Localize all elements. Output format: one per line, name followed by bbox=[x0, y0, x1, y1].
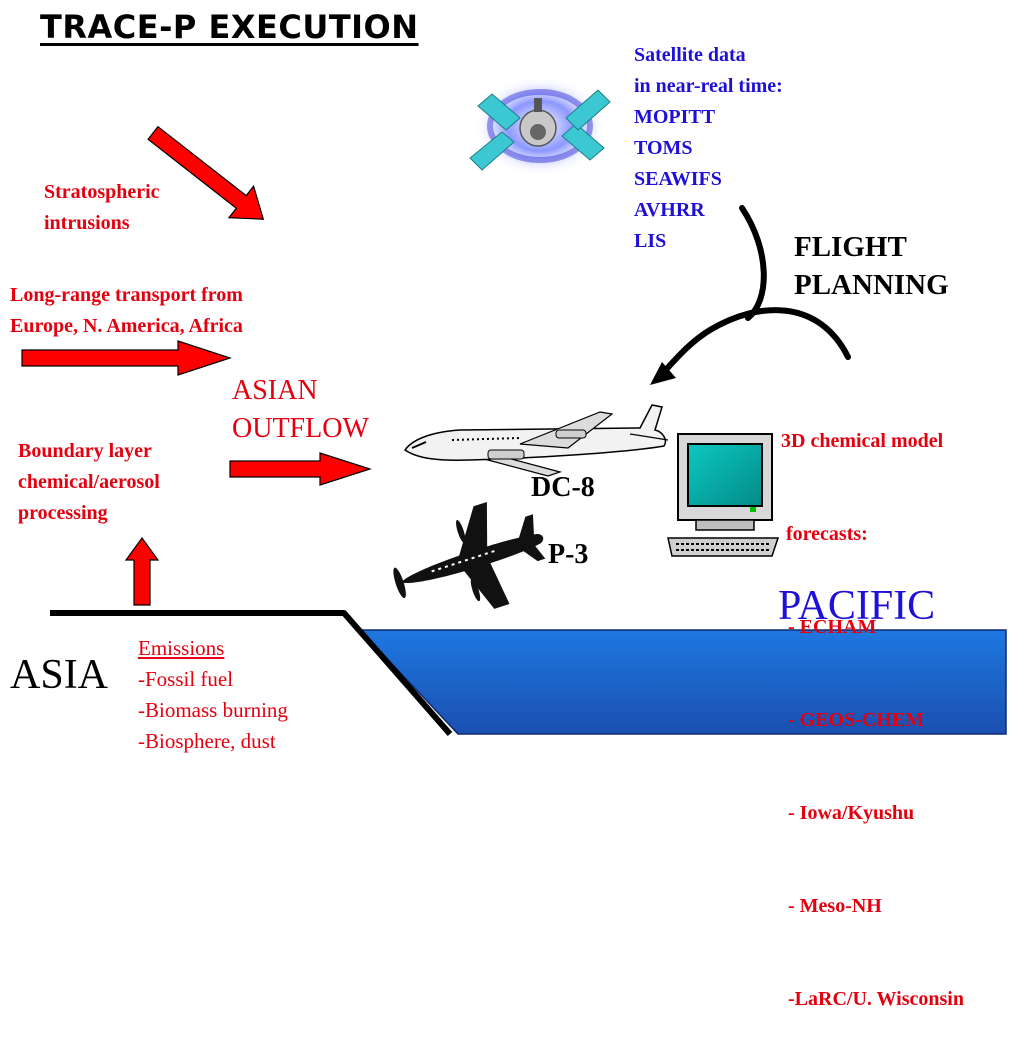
boundary-layer-line: processing bbox=[18, 502, 108, 524]
coastline bbox=[50, 610, 453, 736]
model-line: - ECHAM bbox=[788, 616, 877, 638]
model-line: forecasts: bbox=[781, 523, 868, 545]
flight-planning-label: FLIGHT PLANNING bbox=[794, 228, 949, 304]
asian-outflow-line: ASIAN bbox=[232, 375, 318, 406]
outflow-arrow bbox=[229, 452, 372, 486]
emissions-item: -Biomass burning bbox=[138, 698, 288, 722]
stratospheric-arrow bbox=[147, 125, 265, 220]
satellite-line: TOMS bbox=[634, 137, 693, 159]
emissions-item: -Fossil fuel bbox=[138, 667, 234, 691]
long-range-label: Long-range transport from Europe, N. Ame… bbox=[10, 280, 243, 342]
emissions-item: -Biosphere, dust bbox=[138, 729, 276, 753]
model-line: - GEOS-CHEM bbox=[788, 709, 925, 731]
satellite-line: AVHRR bbox=[634, 199, 705, 221]
satellite-line: MOPITT bbox=[634, 106, 716, 128]
satellite-line: SEAWIFS bbox=[634, 168, 722, 190]
propeller-airplane-icon bbox=[393, 501, 546, 609]
computer-icon bbox=[667, 433, 780, 557]
pacific-label: PACIFIC bbox=[778, 583, 936, 629]
asian-outflow-line: OUTFLOW bbox=[232, 413, 369, 444]
boundary-layer-label: Boundary layer chemical/aerosol processi… bbox=[18, 436, 160, 529]
long-range-line: Long-range transport from bbox=[10, 284, 243, 306]
boundary-layer-line: chemical/aerosol bbox=[18, 471, 160, 493]
diagram-graphics bbox=[21, 76, 1007, 736]
asia-label: ASIA bbox=[10, 652, 109, 698]
asian-outflow-label: ASIAN OUTFLOW bbox=[232, 372, 369, 448]
satellite-icon bbox=[469, 76, 611, 176]
long-range-arrow bbox=[21, 340, 232, 376]
emissions-up-arrow bbox=[124, 536, 160, 606]
satellite-line: in near-real time: bbox=[634, 75, 783, 97]
page-title: TRACE-P EXECUTION bbox=[40, 8, 419, 46]
stratospheric-line: intrusions bbox=[44, 212, 130, 234]
boundary-layer-line: Boundary layer bbox=[18, 440, 152, 462]
ocean-area bbox=[358, 629, 1007, 735]
emissions-heading: Emissions bbox=[138, 636, 225, 660]
satellite-data-text: Satellite data in near-real time: MOPITT… bbox=[634, 40, 783, 257]
emissions-list: Emissions -Fossil fuel -Biomass burning … bbox=[138, 633, 288, 757]
flight-planning-line: FLIGHT bbox=[794, 231, 907, 263]
flight-planning-arrow bbox=[650, 205, 851, 385]
model-forecasts-text: 3D chemical model forecasts: - ECHAM - G… bbox=[781, 364, 964, 1046]
satellite-line: Satellite data bbox=[634, 44, 746, 66]
model-line: - Meso-NH bbox=[788, 895, 882, 917]
dc8-label: DC-8 bbox=[531, 472, 595, 503]
satellite-line: LIS bbox=[634, 230, 667, 252]
stratospheric-line: Stratospheric bbox=[44, 181, 160, 203]
flight-planning-line: PLANNING bbox=[794, 269, 949, 301]
p3-label: P-3 bbox=[548, 539, 589, 570]
stratospheric-label: Stratospheric intrusions bbox=[44, 177, 160, 239]
model-line: - Iowa/Kyushu bbox=[788, 802, 915, 824]
long-range-line: Europe, N. America, Africa bbox=[10, 315, 243, 337]
model-line: 3D chemical model bbox=[781, 430, 944, 452]
jet-airplane-icon bbox=[403, 404, 669, 477]
model-line: -LaRC/U. Wisconsin bbox=[788, 988, 964, 1010]
